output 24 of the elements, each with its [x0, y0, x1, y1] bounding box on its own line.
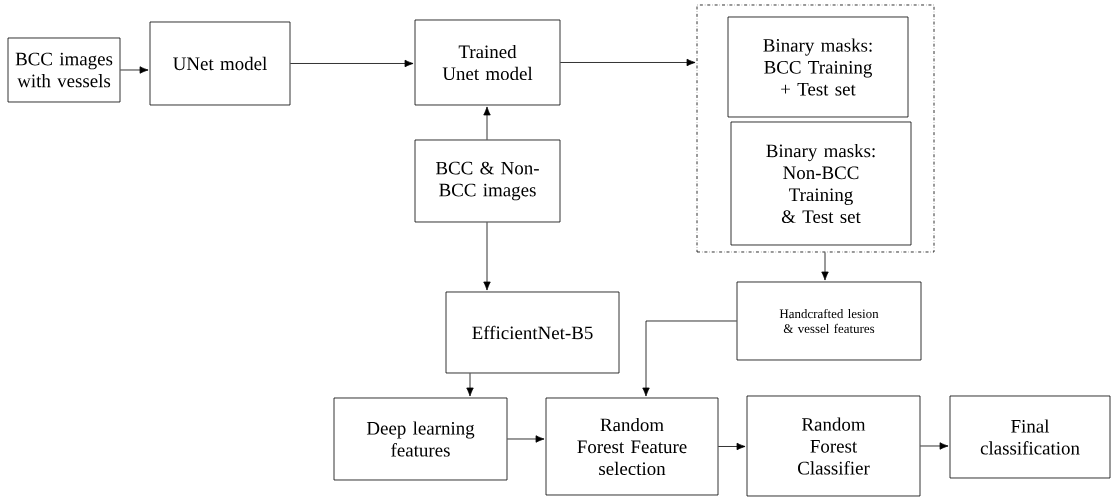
arrow	[483, 222, 491, 291]
arrow	[290, 59, 414, 68]
process-box: Random Forest Feature selection	[545, 397, 719, 496]
group-frame	[696, 4, 935, 253]
process-box: UNet model	[149, 21, 291, 106]
arrow	[718, 442, 746, 451]
process-box: BCC & Non-BCC images	[414, 139, 561, 223]
process-box: BCC images with vessels	[7, 37, 121, 103]
arrow	[507, 435, 545, 443]
arrow	[642, 320, 737, 397]
mask-box: Binary masks: BCC Training + Test set	[727, 16, 909, 118]
arrow	[483, 106, 491, 140]
arrow	[920, 442, 949, 450]
process-box: EfficientNet-B5	[445, 291, 620, 374]
process-box: Trained Unet model	[414, 19, 561, 106]
mask-box: Binary masks: Non-BCC Training & Test set	[730, 121, 912, 246]
arrow	[466, 373, 474, 397]
arrow	[560, 58, 696, 67]
arrow	[821, 252, 829, 281]
process-box: Handcrafted lesion & vessel features	[736, 281, 922, 361]
process-box: Final classification	[949, 395, 1111, 479]
process-box: Random Forest Classifier	[746, 395, 921, 497]
process-box: Deep learning features	[333, 397, 508, 481]
arrow	[120, 66, 149, 74]
